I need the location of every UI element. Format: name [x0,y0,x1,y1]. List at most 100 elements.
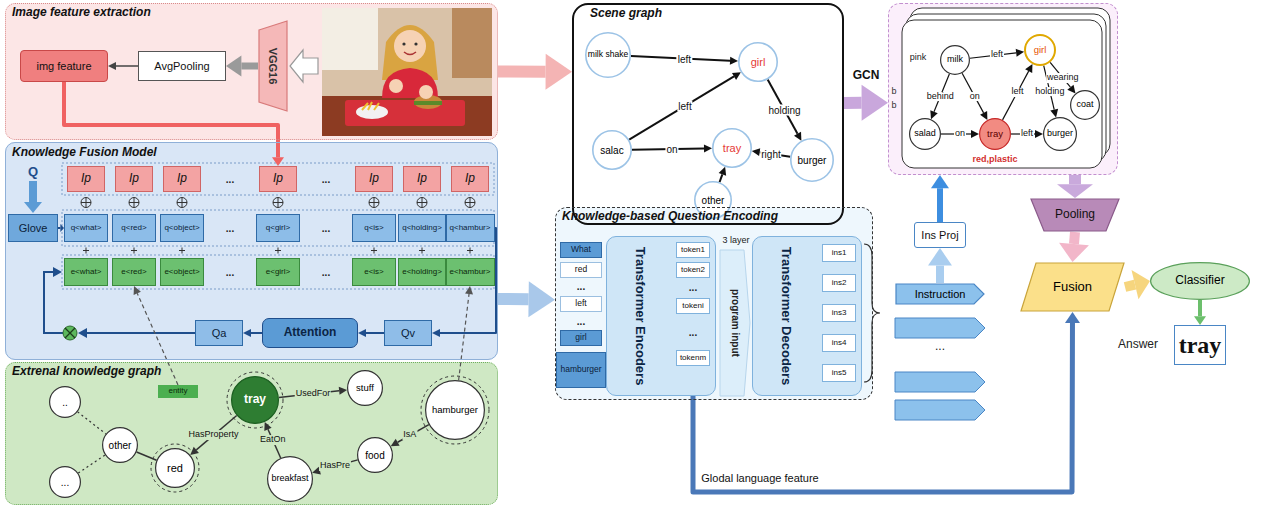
graph-node: tray [712,128,752,168]
arrowhead [432,329,440,337]
classifier-node: Classifier [1150,262,1250,300]
token-cell: e<holding> [398,258,446,286]
connector [1194,300,1206,325]
arrowhead [1065,312,1080,323]
process-box: Attention [262,318,358,348]
node-text: .. [62,397,68,408]
arrowhead [862,85,888,121]
graph-node: red [155,448,195,488]
node-text: tray [987,129,1003,139]
node-text: Classifier [1175,274,1224,287]
label-anchor: pink [910,53,927,63]
arrow-head [53,267,62,277]
text-anchor: Transformer Encoders [633,247,647,386]
text-anchor: VGG16 [267,48,279,85]
annotation-label: red,plastic [972,155,1017,165]
node-text: b [891,101,896,111]
label-anchor: behind [926,92,955,102]
node-text: tray [244,393,266,406]
encoded-token: token2 [676,262,710,278]
node-text: e<what> [71,268,102,277]
outline [1021,263,1124,311]
connector-line [1198,300,1202,316]
node-text: tokenm [680,354,706,363]
section-panel: Knowledge-based Question EncodingTransfo… [555,207,873,400]
node-text: Pooling [1055,208,1095,221]
photo-wall [322,8,492,136]
graph-node: girl [738,42,778,82]
arrowhead [930,110,937,119]
label-anchor: on [954,129,966,139]
node-text: e<hambur> [450,268,491,277]
node-text: ins2 [832,279,847,288]
outline [586,33,630,77]
graph-node: burger [1043,117,1077,151]
connector-line [58,227,60,229]
highlight-ring [227,372,283,428]
wire [86,332,195,334]
photo-door [452,8,492,78]
arrowhead [752,148,761,156]
outline [1031,199,1119,231]
node-text: Ip [81,172,91,185]
instruction-token: ins5 [822,364,856,382]
node-text: salac [600,145,623,156]
arrowhead [1131,270,1150,299]
connector-line [116,65,138,67]
fusion-block: Fusion [1020,262,1125,312]
arrowhead [928,248,952,266]
node-text: Ins Proj [921,229,958,241]
annotation-label: 3 layer [722,236,749,246]
section-heading: Scene graph [590,7,662,20]
graph-node: tray [231,376,279,424]
strip-outline [62,255,494,289]
graph-node: burger [790,138,834,182]
feature-cell: Ip [451,166,489,192]
instruction-token: ins4 [822,334,856,352]
arrowhead [794,132,801,141]
edge-label: HasPre [319,461,351,471]
outline [980,119,1011,150]
node-text: q<holding> [402,224,442,233]
annotation-label: ... [577,281,585,292]
annotation-label: ... [322,223,330,234]
highlight-ring [421,376,489,444]
label-anchor: holding [1034,87,1065,97]
text-anchor: Scene graph [590,7,662,20]
node-text: Ip [465,172,475,185]
edge-label: on [954,129,966,139]
connector-line [366,332,384,334]
edge-label: wearing [1046,73,1080,83]
instruction-token: ins1 [822,244,856,262]
photo-face [394,30,426,62]
connector-line [398,425,429,443]
node-text: milk shake [588,50,628,59]
network-block: VGG16 [258,20,288,112]
vector-box: Qv [384,320,432,346]
node-text: food [365,450,384,461]
label-anchor: UsedFor [295,389,332,399]
node-text: Attention [284,326,337,339]
edge-label: on [969,92,981,102]
edge-label: GCN [852,69,881,82]
arrowhead [190,447,199,455]
arrowhead [1059,243,1089,262]
arrowhead [1035,130,1043,138]
node-text: What [571,245,591,254]
outline [593,131,631,169]
edge-label: holding [767,105,801,116]
section-heading: Image feature extraction [12,6,151,19]
connector [844,85,888,121]
arrowhead [465,286,473,294]
connector-line [962,73,983,113]
label-anchor: HasPre [319,461,351,471]
connector-line [320,460,358,471]
section-heading: Extrenal knowledge graph [12,365,161,378]
connector-line [440,228,496,333]
token-cell: q<holding> [398,214,446,242]
label-anchor: wearing [1046,73,1080,83]
node-text: girl [575,333,586,342]
node-text: hamburger [432,405,478,415]
node-text: ins5 [832,369,847,378]
node-text: e<girl> [266,268,290,277]
